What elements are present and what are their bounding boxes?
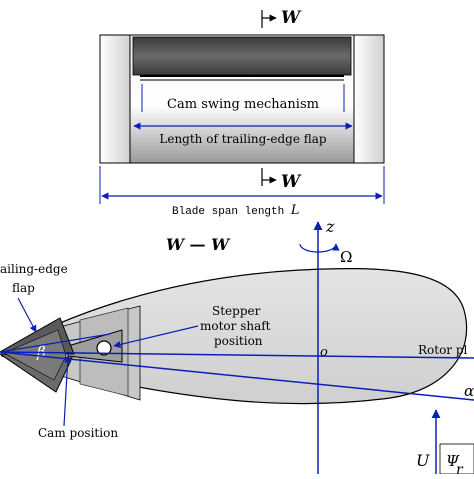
rotor-plane-line xyxy=(0,351,474,359)
z-axis-label: z xyxy=(325,217,335,236)
section-marker-top-label: W xyxy=(281,8,302,28)
origin-label: o xyxy=(320,345,328,360)
flap-line xyxy=(0,333,111,353)
trailing-edge-flap-label: ailing-edge xyxy=(0,262,68,276)
omega-label: Ω xyxy=(340,248,352,266)
r-label: r xyxy=(456,462,464,474)
stepper-label-line1: Stepper xyxy=(212,304,261,318)
flap-channel xyxy=(132,36,352,76)
section-title: W — W xyxy=(166,235,231,254)
blade-top-view xyxy=(99,34,385,164)
section-marker-bottom-label: W xyxy=(281,172,302,192)
stepper-label-line2: motor shaft xyxy=(200,319,271,333)
flap-leader xyxy=(17,297,37,333)
stepper-label-line3: position xyxy=(214,334,263,348)
u-label: U xyxy=(416,451,430,470)
chord-line xyxy=(0,351,474,401)
stepper-leader xyxy=(113,325,199,349)
flap-length-label: Length of trailing-edge flap xyxy=(159,132,327,146)
cam-swing-label: Cam swing mechanism xyxy=(167,97,319,112)
section-marker-bottom: W xyxy=(261,168,302,192)
span-label: Blade span length L xyxy=(172,203,299,218)
cam-leader xyxy=(63,355,72,427)
rotation-arc xyxy=(299,243,340,253)
flap-label: flap xyxy=(12,281,35,295)
rotor-plane-label: Rotor pl xyxy=(418,343,468,357)
psi-label: Ψ xyxy=(446,452,460,470)
trailing-edge-flap: β xyxy=(0,317,75,393)
span-dimension: Blade span length L xyxy=(99,166,385,218)
alpha-label: α xyxy=(464,382,474,400)
cam-swing-annotation: Cam swing mechanism Length of trailing-e… xyxy=(133,84,353,146)
cam-position-label: Cam position xyxy=(38,426,118,440)
blade-tip-cap xyxy=(353,34,385,164)
blade-root-cap xyxy=(99,34,131,164)
section-marker-top: W xyxy=(261,8,302,28)
stepper-shaft xyxy=(96,340,112,356)
